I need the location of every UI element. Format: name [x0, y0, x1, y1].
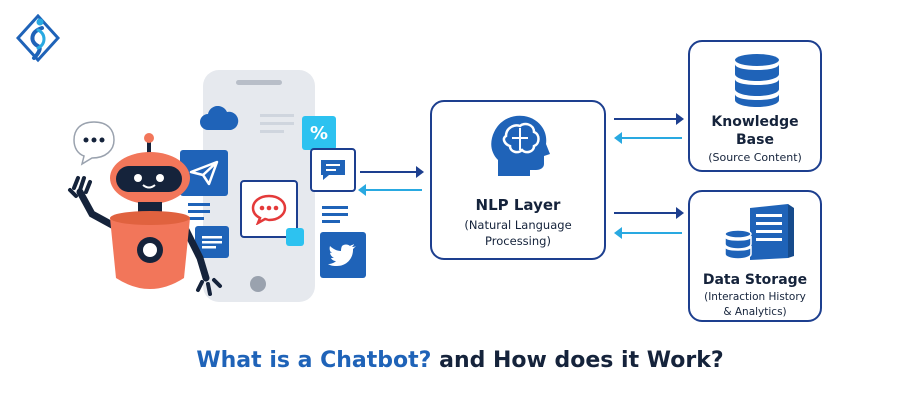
storage-subtitle-line2: & Analytics) — [723, 306, 787, 318]
list-lines-icon — [188, 203, 210, 220]
nlp-title: NLP Layer — [475, 196, 561, 214]
knowledge-title-line1: Knowledge — [711, 114, 799, 130]
brain-head-icon — [491, 115, 550, 176]
twitter-icon — [320, 232, 366, 278]
message-square-icon — [310, 148, 356, 192]
nlp-knowledge-arrows — [614, 113, 684, 144]
phone-nlp-arrows — [358, 166, 424, 196]
nlp-subtitle-line1: (Natural Language — [464, 218, 572, 232]
server-storage-icon — [724, 204, 794, 260]
small-square-icon — [286, 228, 304, 246]
brand-logo-icon — [16, 14, 60, 63]
percent-icon: % — [302, 116, 336, 150]
knowledge-base-box: Knowledge Base (Source Content) — [688, 40, 822, 172]
knowledge-subtitle: (Source Content) — [708, 151, 802, 164]
cloud-icon — [200, 106, 239, 130]
nlp-subtitle-line2: Processing) — [485, 234, 551, 248]
nlp-storage-arrows — [614, 207, 684, 239]
storage-title: Data Storage — [702, 272, 808, 288]
headline: What is a Chatbot? and How does it Work? — [0, 348, 920, 373]
nlp-layer-box: NLP Layer (Natural Language Processing) — [430, 100, 606, 260]
knowledge-title-line2: Base — [736, 132, 774, 148]
headline-part2: and How does it Work? — [431, 348, 724, 373]
headline-part1: What is a Chatbot? — [196, 348, 432, 373]
text-lines-icon — [322, 206, 348, 223]
document-lines-icon — [260, 114, 294, 133]
database-icon — [735, 54, 779, 107]
phone-speaker — [236, 80, 282, 85]
data-storage-box: Data Storage (Interaction History & Anal… — [688, 190, 822, 322]
phone-home-button — [250, 276, 266, 292]
storage-subtitle-line1: (Interaction History — [704, 291, 806, 303]
robot-icon — [68, 121, 222, 296]
ellipsis-speech-bubble-icon — [73, 121, 115, 166]
